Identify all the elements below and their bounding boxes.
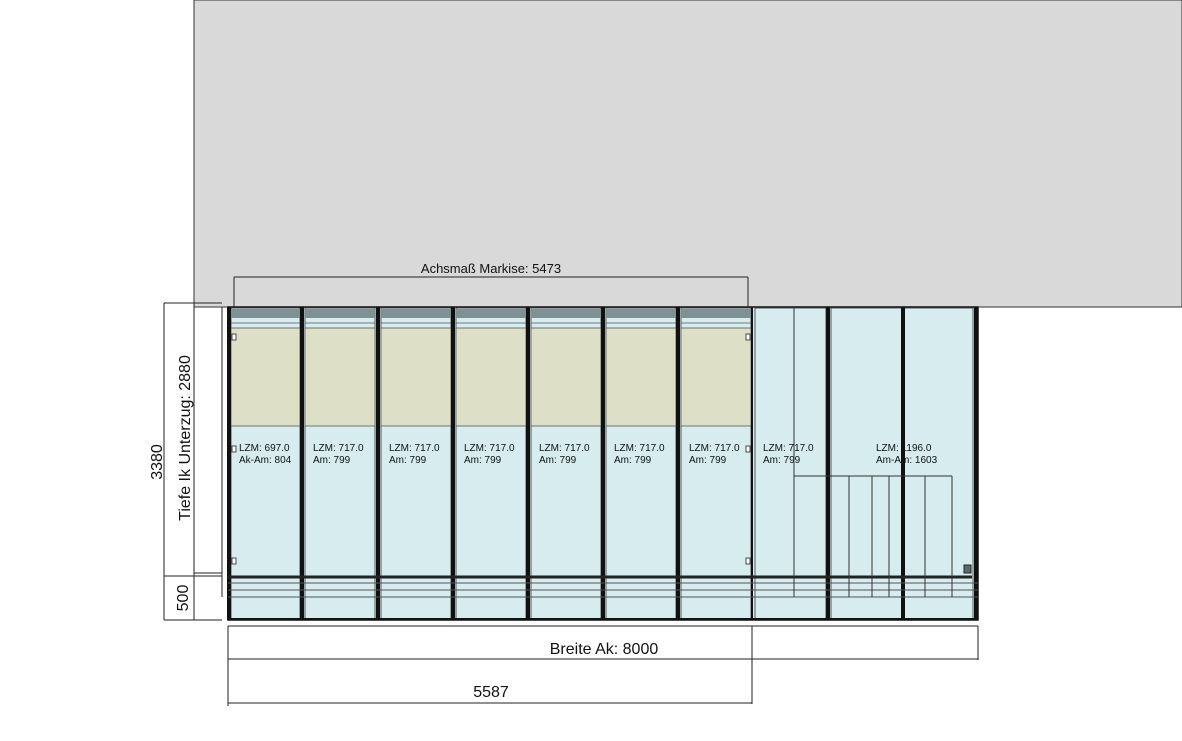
panel-label-lzm: LZM: 697.0 [239, 443, 290, 454]
awning-rail [305, 309, 375, 318]
panel-label-lzm: LZM: 717.0 [689, 443, 740, 454]
panel-label-am: Am-Am: 1603 [876, 455, 938, 466]
panel-label-lzm: LZM: 717.0 [464, 443, 515, 454]
depth-overhang-label: 500 [175, 585, 192, 612]
house-area [193, 0, 1182, 308]
panel-label-lzm: LZM: 717.0 [389, 443, 440, 454]
awning-fabric [455, 327, 527, 427]
roof-panel: LZM: 717.0Am: 799 [754, 307, 827, 620]
bracket [231, 445, 237, 453]
rafter [826, 307, 830, 620]
rafter [227, 307, 231, 620]
segment-label: 5587 [473, 684, 509, 701]
panel-label-lzm: LZM: 717.0 [614, 443, 665, 454]
roof-panel: LZM: 697.0Ak-Am: 804 [230, 307, 301, 620]
bracket [745, 445, 751, 453]
dimension-breite [227, 625, 979, 706]
breite-label: Breite Ak: 8000 [550, 641, 659, 658]
right-section-details [793, 307, 953, 597]
awning-rail [456, 309, 526, 318]
awning-fabric [380, 327, 452, 427]
rafter [526, 307, 530, 620]
panel-label-lzm: LZM: 717.0 [539, 443, 590, 454]
panel-label-am: Am: 799 [313, 455, 351, 466]
awning-rail [606, 309, 676, 318]
awning-rail [381, 309, 451, 318]
awning-fabric [680, 327, 752, 427]
rafter [601, 307, 605, 620]
corner-post [963, 564, 972, 574]
panel-label-am: Am: 799 [389, 455, 427, 466]
roof-panel: LZM: 717.0Am: 799 [304, 307, 376, 620]
roof-panel: LZM: 717.0Am: 799 [380, 307, 452, 620]
panel-label-lzm: LZM: 717.0 [763, 443, 814, 454]
awning-rail [681, 309, 751, 318]
roof-panel: LZM: 717.0Am: 799 [530, 307, 602, 620]
panel-label-am: Am: 799 [539, 455, 577, 466]
rafter [901, 307, 905, 620]
achsmass-label: Achsmaß Markise: 5473 [421, 261, 561, 276]
bracket [745, 333, 751, 341]
panel-label-am: Am: 799 [763, 455, 801, 466]
awning-rail [231, 309, 300, 318]
dimension-left [163, 302, 223, 621]
awning-fabric [530, 327, 602, 427]
rafter [974, 307, 978, 620]
bracket [231, 333, 237, 341]
panel-label-am: Am: 799 [689, 455, 727, 466]
panel-label-am: Am: 799 [614, 455, 652, 466]
roof-panel: LZM: 717.0Am: 799 [605, 307, 677, 620]
panel-label-lzm: LZM: 717.0 [313, 443, 364, 454]
bracket [745, 557, 751, 565]
awning-fabric [605, 327, 677, 427]
awning-fabric [304, 327, 376, 427]
depth-total-label: 3380 [149, 444, 166, 480]
awning-rail [531, 309, 601, 318]
roof-panel: LZM: 717.0Am: 799 [455, 307, 527, 620]
dimension-achsmass [233, 276, 749, 307]
panel-label-am: Am: 799 [464, 455, 502, 466]
panel-label-am: Ak-Am: 804 [239, 455, 292, 466]
rafter [300, 307, 304, 620]
awning-fabric [230, 327, 301, 427]
tiefe-label: Tiefe Ik Unterzug: 2880 [177, 355, 194, 521]
rafter [451, 307, 455, 620]
roof-panel: LZM: 717.0Am: 799 [680, 307, 752, 620]
rafter [676, 307, 680, 620]
rafter [376, 307, 380, 620]
bracket [231, 557, 237, 565]
rafter [751, 307, 753, 620]
